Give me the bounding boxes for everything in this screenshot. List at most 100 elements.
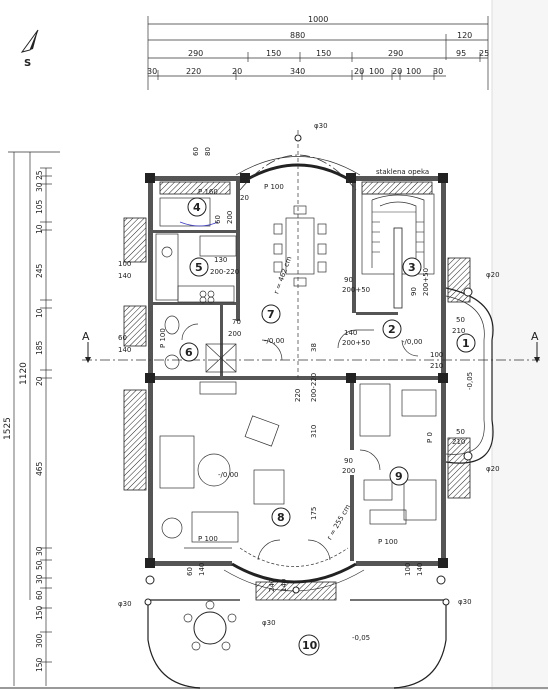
label-p100-hall: P 100 — [264, 183, 284, 191]
label-50b: 50 — [456, 428, 465, 436]
label-140e: 140 — [280, 579, 288, 592]
label-200-220b: 200-220 — [310, 373, 318, 402]
label-phi30-bottom: φ30 — [262, 619, 276, 627]
dim-30a: 30 — [147, 67, 157, 76]
label-p100-8: P 100 — [198, 535, 218, 543]
section-line: A A — [82, 330, 540, 363]
label-140b: 140 — [344, 329, 357, 337]
label-phi20-r1: φ20 — [486, 271, 500, 279]
label-90b: 90 — [410, 287, 418, 296]
dim-95: 95 — [456, 49, 466, 58]
dim-20v: 20 — [35, 376, 44, 386]
label-phi30-bl: φ30 — [118, 600, 132, 608]
dim-150a: 150 — [266, 49, 281, 58]
label-90a: 90 — [344, 276, 353, 284]
room-4-number: 4 — [193, 201, 201, 214]
dim-10v-a: 10 — [35, 224, 44, 234]
dim-1525: 1525 — [3, 417, 13, 440]
window-shutters — [123, 181, 471, 499]
room-numbers: 1 2 3 4 5 6 7 8 9 10 — [179, 197, 476, 656]
label-210b: 210 — [430, 362, 443, 370]
label-210a: 210 — [452, 327, 465, 335]
columns — [144, 134, 473, 606]
label-90c: 90 — [344, 457, 353, 465]
dim-300v: 300 — [35, 633, 44, 648]
label-200: 200 — [226, 211, 234, 224]
dim-150v-a: 150 — [35, 605, 44, 620]
label-220: 220 — [294, 389, 302, 402]
bathroom-fixtures — [164, 315, 237, 373]
label-200-50b: 200+50 — [422, 268, 430, 296]
label-r255: r = 255 cm — [326, 503, 353, 541]
top-dimensions: 1000 880 120 290 150 150 290 95 25 30 22… — [147, 15, 489, 90]
label-175: 175 — [310, 507, 318, 520]
living-room-furniture — [159, 381, 285, 549]
dim-105v: 105 — [35, 199, 44, 214]
dim-30v-b: 30 — [35, 546, 44, 556]
dim-290a: 290 — [188, 49, 203, 58]
label-240: 240 — [268, 579, 276, 592]
label-60-bottom: 60 — [186, 567, 194, 576]
dim-880: 880 — [290, 31, 305, 40]
dim-20c: 20 — [392, 67, 402, 76]
label-p100-6: P 100 — [159, 328, 167, 348]
dim-185v: 185 — [35, 340, 44, 355]
label-140c: 140 — [118, 346, 131, 354]
room-5-number: 5 — [195, 261, 203, 274]
room-8-number: 8 — [277, 511, 285, 524]
label-level0-a: -/0,00 — [264, 337, 284, 345]
dim-290b: 290 — [388, 49, 403, 58]
dim-25: 25 — [479, 49, 489, 58]
page-margin — [492, 0, 548, 690]
room-1-number: 1 — [462, 337, 470, 350]
dim-100b: 100 — [406, 67, 421, 76]
label-38: 38 — [310, 343, 318, 352]
dim-20b: 20 — [354, 67, 364, 76]
label-phi30-br: φ30 — [458, 598, 472, 606]
dim-220: 220 — [186, 67, 201, 76]
label-80-top: 80 — [204, 147, 212, 156]
dim-100a: 100 — [369, 67, 384, 76]
label-level0-b: -/0,00 — [402, 338, 422, 346]
label-140f: 140 — [416, 563, 424, 576]
north-label: S — [24, 58, 31, 69]
label-200-50c: 200+50 — [342, 339, 370, 347]
label-p100-9: P 100 — [378, 538, 398, 546]
walls — [145, 173, 448, 568]
room-3-number: 3 — [408, 261, 416, 274]
label-140-bottom: 140 — [198, 563, 206, 576]
staircase — [361, 193, 435, 309]
dim-20a: 20 — [232, 67, 242, 76]
dim-30v-c: 30 — [35, 574, 44, 584]
dim-25v: 25 — [35, 170, 44, 180]
label-50a: 50 — [456, 316, 465, 324]
label-100a: 100 — [430, 351, 443, 359]
dim-150v-b: 150 — [35, 657, 44, 672]
dim-465v: 465 — [35, 461, 44, 476]
room-6-number: 6 — [185, 346, 193, 359]
label-r462: r = 462 cm — [272, 255, 293, 295]
dim-150b: 150 — [316, 49, 331, 58]
label-20: 20 — [240, 194, 249, 202]
section-a-right: A — [531, 330, 539, 343]
dim-245v: 245 — [35, 263, 44, 278]
label-100: 100 — [118, 260, 131, 268]
room-7-number: 7 — [267, 308, 275, 321]
label-phi20-r2: φ20 — [486, 465, 500, 473]
section-a-left: A — [82, 330, 90, 343]
label-level0-c: -/0,00 — [218, 471, 238, 479]
label-200b: 200 — [228, 330, 241, 338]
dim-1000: 1000 — [308, 15, 328, 24]
label-200-50a: 200+50 — [342, 286, 370, 294]
label-p0: P 0 — [426, 432, 434, 443]
dim-120: 120 — [457, 31, 472, 40]
label-p160: P 160 — [198, 188, 218, 196]
room-9-furniture — [359, 383, 437, 525]
room-4-furniture — [159, 197, 219, 227]
label-210c: 210 — [452, 438, 465, 446]
label-60b: 60 — [118, 334, 127, 342]
label-70: 70 — [232, 318, 241, 326]
terrace — [147, 581, 447, 689]
dim-1120: 1120 — [19, 362, 29, 385]
